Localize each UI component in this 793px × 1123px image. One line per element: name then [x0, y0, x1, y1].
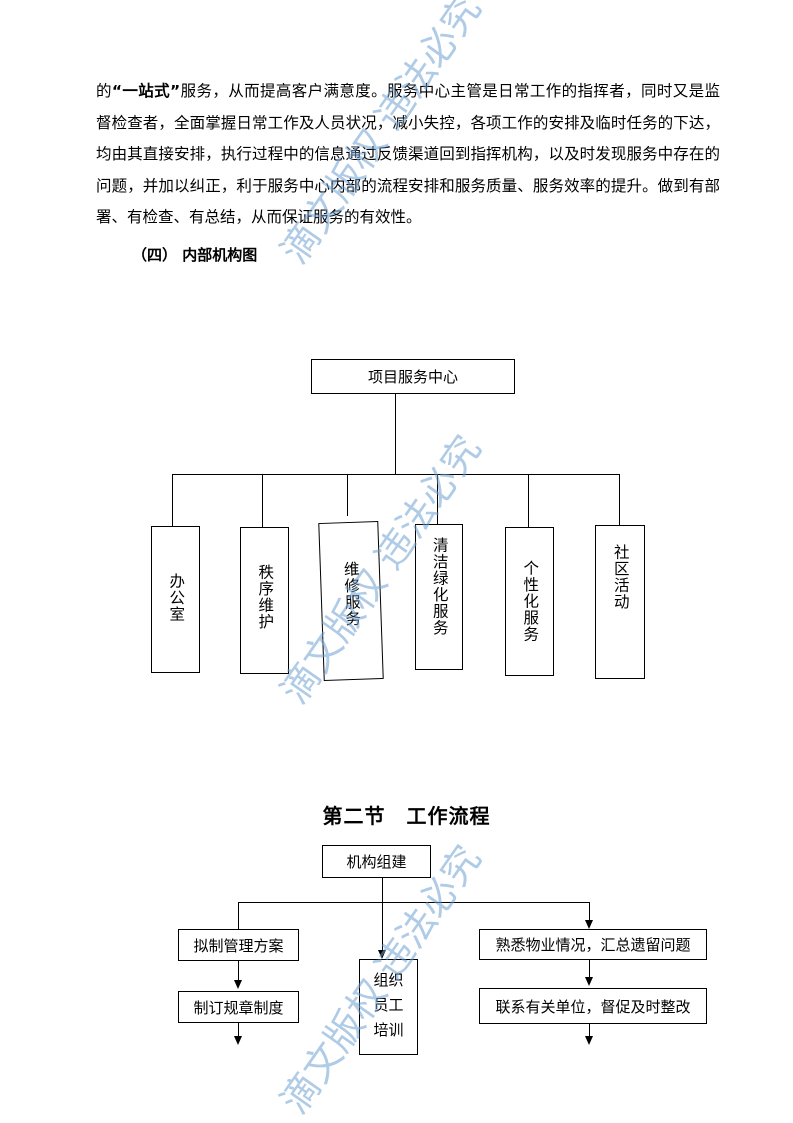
- flow-middle-drop: [382, 902, 383, 950]
- org-dept-box: 维修服务: [318, 521, 384, 681]
- section-title: 第二节 工作流程: [322, 804, 491, 828]
- flow-right-tail: [589, 1024, 590, 1037]
- arrow-down-icon: [234, 1036, 242, 1045]
- arrow-down-icon: [585, 1036, 593, 1045]
- org-dept-label: 维修服务: [341, 560, 362, 628]
- org-root-label: 项目服务中心: [367, 368, 458, 386]
- flow-middle-box: 组织 员工 培训: [359, 959, 418, 1055]
- arrow-down-icon: [234, 980, 242, 989]
- flow-horizontal-bar: [238, 902, 590, 903]
- org-root-connector: [395, 394, 396, 474]
- arrow-down-icon: [585, 977, 593, 986]
- flow-right-step-1-label: 熟悉物业情况，汇总遗留问题: [495, 936, 691, 954]
- org-dept-label: 办公室: [167, 573, 186, 623]
- flow-middle-line: 组织: [373, 970, 404, 989]
- paragraph-prefix: 的: [96, 82, 112, 100]
- arrow-down-icon: [378, 950, 386, 959]
- flow-left-step-1-label: 拟制管理方案: [193, 936, 284, 955]
- body-paragraph: 的“一站式”服务，从而提高客户满意度。服务中心主管是日常工作的指挥者，同时又是监…: [96, 76, 720, 234]
- org-horizontal-bar: [172, 474, 620, 475]
- org-drop-1: [172, 474, 173, 526]
- org-drop-5: [528, 474, 529, 527]
- org-dept-box: 社区活动: [595, 525, 645, 679]
- org-drop-4: [437, 474, 438, 524]
- org-dept-box: 清洁绿化服务: [415, 524, 463, 670]
- flow-middle-line: 培训: [373, 1020, 404, 1039]
- org-dept-label: 清洁绿化服务: [430, 537, 449, 636]
- flow-right-step-2: 联系有关单位，督促及时整改: [479, 988, 707, 1024]
- flow-left-step-2-label: 制订规章制度: [193, 998, 284, 1017]
- arrow-down-icon: [585, 920, 593, 929]
- flow-root-connector: [382, 878, 383, 902]
- org-dept-box: 秩序维护: [240, 527, 289, 674]
- org-root-box: 项目服务中心: [311, 359, 515, 394]
- org-dept-box: 个性化服务: [505, 527, 554, 676]
- flow-left-tail: [238, 1023, 239, 1037]
- flow-root-label: 机构组建: [346, 853, 407, 871]
- org-drop-3: [347, 474, 348, 516]
- flow-right-drop: [589, 902, 590, 921]
- paragraph-rest: 服务，从而提高客户满意度。服务中心主管是日常工作的指挥者，同时又是监督检查者，全…: [96, 82, 720, 226]
- subheading-org-chart: （四） 内部机构图: [132, 246, 258, 264]
- flow-middle-line: 员工: [373, 995, 404, 1014]
- org-dept-label: 个性化服务: [521, 560, 540, 643]
- flow-left-drop: [238, 902, 239, 930]
- flow-right-step-2-label: 联系有关单位，督促及时整改: [495, 997, 691, 1016]
- org-drop-2: [262, 474, 263, 527]
- org-dept-box: 办公室: [151, 526, 200, 673]
- org-dept-label: 社区活动: [611, 544, 630, 610]
- flow-right-connector: [589, 960, 590, 978]
- org-drop-6: [619, 474, 620, 525]
- flow-left-step-1: 拟制管理方案: [178, 929, 299, 961]
- flow-left-step-2: 制订规章制度: [178, 991, 299, 1023]
- paragraph-bold: “一站式”: [111, 82, 181, 100]
- flow-left-connector: [238, 961, 239, 981]
- flow-root-box: 机构组建: [322, 845, 431, 878]
- flow-right-step-1: 熟悉物业情况，汇总遗留问题: [479, 929, 707, 960]
- org-dept-label: 秩序维护: [256, 564, 275, 630]
